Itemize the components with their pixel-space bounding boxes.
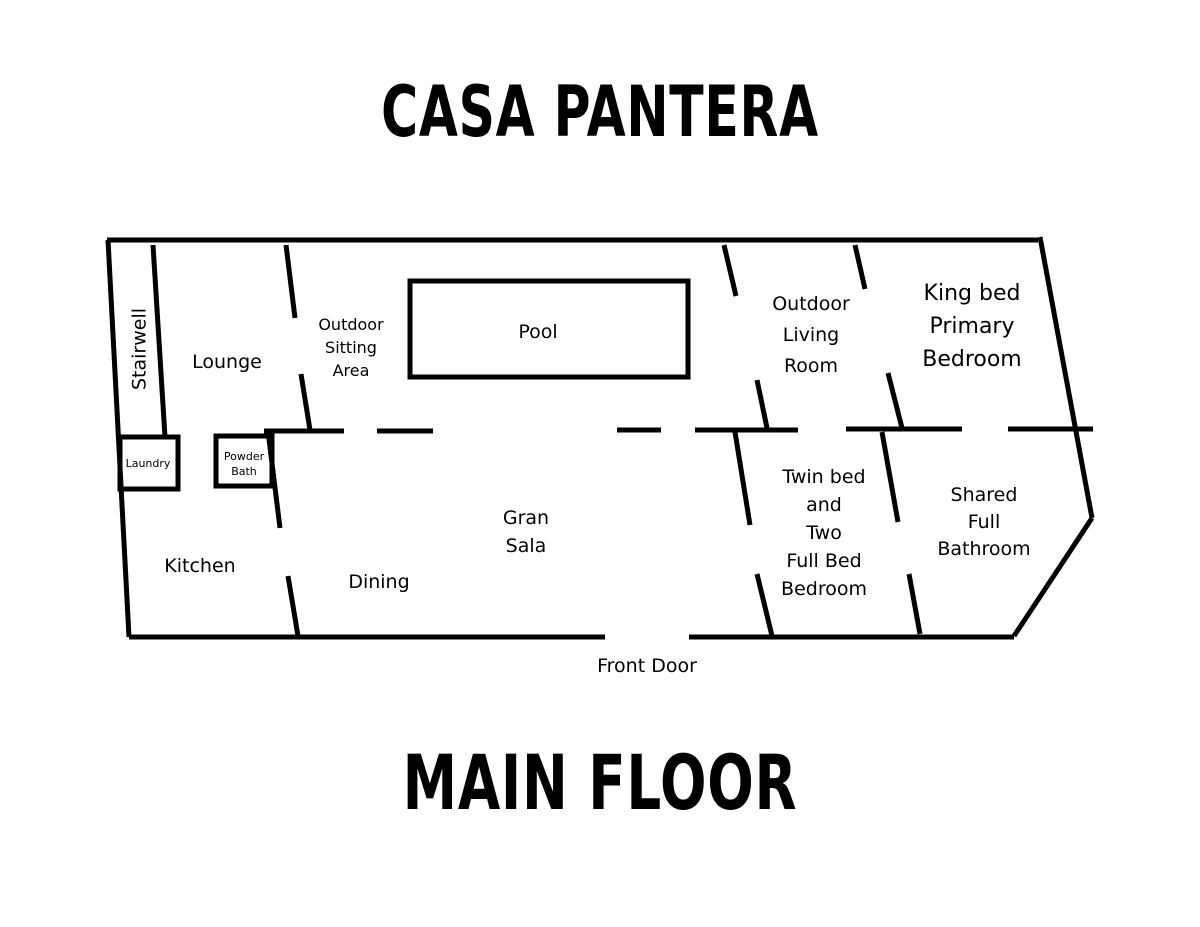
powder-bath-label-line1: Powder bbox=[224, 450, 265, 463]
twin-bedroom-wall-lower bbox=[754, 573, 775, 637]
laundry-label: Laundry bbox=[126, 457, 171, 470]
shared-bath-label-line2: Full bbox=[968, 511, 1001, 533]
king-bedroom-label-line3: Bedroom bbox=[922, 347, 1022, 372]
laundry-box bbox=[117, 434, 181, 492]
twin-bedroom-label-line1: Twin bed bbox=[781, 466, 865, 488]
kitchen-dining-wall bbox=[285, 575, 301, 637]
sitting-area-wall-upper bbox=[283, 244, 298, 319]
king-bedroom-label-line2: Primary bbox=[929, 314, 1014, 339]
shared-bath-wall-lower bbox=[906, 573, 923, 635]
floor-title: MAIN FLOOR bbox=[402, 738, 798, 827]
walls bbox=[105, 236, 1095, 640]
right-upper-wall bbox=[1037, 236, 1095, 519]
kitchen-label: Kitchen bbox=[164, 555, 235, 577]
outdoor-living-label-line1: Outdoor bbox=[772, 293, 850, 315]
outdoor-living-wall-upper bbox=[721, 244, 739, 297]
outdoor-living-wall-lower bbox=[754, 379, 770, 429]
shared-bath-label-line1: Shared bbox=[951, 484, 1018, 506]
pool-outline bbox=[407, 278, 691, 380]
room-labels: Stairwell Lounge Outdoor Sitting Area Po… bbox=[126, 281, 1031, 677]
stairwell-wall bbox=[150, 244, 168, 438]
shared-bath-label-line3: Bathroom bbox=[937, 538, 1030, 560]
powder-bath-side-wall bbox=[265, 430, 283, 529]
outdoor-living-label-line3: Room bbox=[784, 355, 838, 377]
twin-bedroom-label-line4: Full Bed bbox=[786, 550, 861, 572]
gran-sala-label-line1: Gran bbox=[503, 507, 549, 529]
front-door-label: Front Door bbox=[597, 655, 697, 677]
right-angled-wall bbox=[1011, 516, 1095, 638]
dining-label: Dining bbox=[348, 571, 409, 593]
gran-sala-label-line2: Sala bbox=[506, 535, 547, 557]
outdoor-sitting-label-line1: Outdoor bbox=[318, 315, 384, 334]
outdoor-living-label-line2: Living bbox=[783, 324, 840, 346]
powder-bath-label-line2: Bath bbox=[231, 465, 257, 478]
sitting-area-wall-lower bbox=[298, 373, 313, 431]
king-bedroom-wall-upper bbox=[852, 244, 868, 290]
plan-title: CASA PANTERA bbox=[381, 71, 819, 153]
pool-label: Pool bbox=[518, 321, 557, 343]
lounge-label: Lounge bbox=[192, 351, 262, 373]
outdoor-sitting-label-line2: Sitting bbox=[325, 338, 377, 357]
stairwell-label: Stairwell bbox=[129, 308, 151, 390]
king-bedroom-wall-lower bbox=[885, 372, 905, 429]
twin-bedroom-label-line3: Two bbox=[805, 522, 842, 544]
shared-bath-wall-upper bbox=[879, 431, 901, 523]
twin-bedroom-wall-upper bbox=[732, 431, 753, 526]
twin-bedroom-label-line2: and bbox=[806, 494, 842, 516]
outdoor-sitting-label-line3: Area bbox=[333, 361, 370, 380]
king-bedroom-label-line1: King bed bbox=[924, 281, 1021, 306]
twin-bedroom-label-line5: Bedroom bbox=[781, 578, 867, 600]
